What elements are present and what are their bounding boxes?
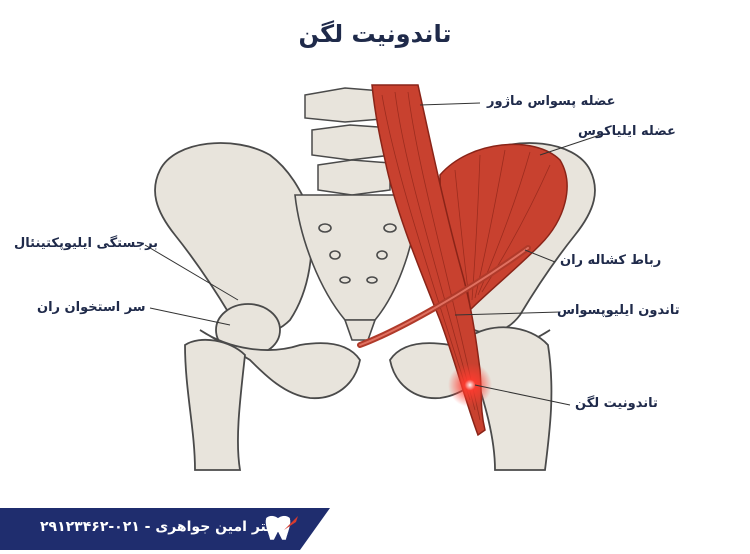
sacrum — [294, 194, 421, 341]
right-femur — [463, 326, 553, 471]
leader-lines — [144, 102, 601, 406]
psoas-major-muscle — [371, 84, 486, 437]
label-iliopectineal-eminence: برجستگی ایلیوپکتینئال — [14, 236, 159, 251]
label-iliopsoas-tendon: تاندون ایلیوپسواس — [557, 303, 680, 318]
tendinitis-highlight — [448, 363, 492, 407]
label-hip-tendinitis: تاندونیت لگن — [575, 396, 658, 411]
label-inguinal-ligament: رباط کشاله ران — [560, 253, 662, 268]
label-iliacus: عضله ایلیاکوس — [578, 124, 676, 139]
footer-banner — [0, 508, 330, 550]
footer-contact: دکتر امین جواهری - ۰۲۱-۲۹۱۲۳۴۶۲ — [40, 519, 282, 535]
label-femoral-head: سر استخوان ران — [37, 300, 146, 315]
tooth-logo-icon — [265, 515, 298, 541]
label-psoas-major: عضله پسواس ماژور — [487, 94, 616, 109]
page-title: تاندونیت لگن — [298, 20, 452, 48]
left-femur — [184, 338, 246, 471]
lumbar-spine — [304, 87, 396, 196]
left-hip-bone — [154, 142, 361, 399]
